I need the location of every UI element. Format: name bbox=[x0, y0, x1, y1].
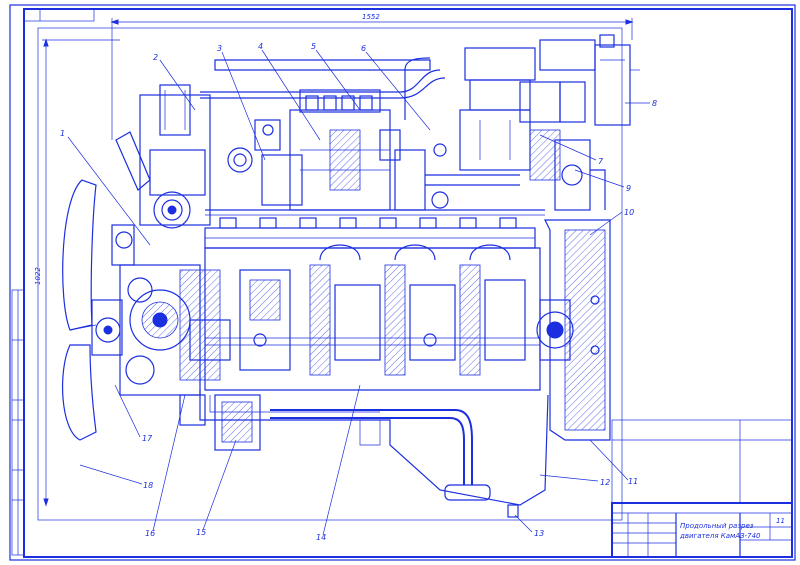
flywheel-housing bbox=[536, 139, 611, 441]
callout-15: 15 bbox=[196, 528, 206, 537]
front-cover bbox=[111, 191, 231, 396]
callout-17: 17 bbox=[142, 434, 153, 443]
callout-1: 1 bbox=[60, 129, 65, 138]
front-upper-housing bbox=[139, 84, 253, 226]
camshaft bbox=[204, 217, 536, 249]
width-dimension: 1552 bbox=[110, 13, 634, 140]
callout-labels: 1 2 3 4 5 6 7 8 9 10 11 12 13 14 15 16 1… bbox=[60, 42, 657, 542]
callout-5: 5 bbox=[311, 42, 316, 51]
height-dimension-value: 1022 bbox=[34, 267, 42, 285]
fan bbox=[62, 179, 123, 441]
top-right-filter bbox=[519, 34, 640, 126]
intake-elbow bbox=[115, 131, 151, 191]
fuel-injection-pump bbox=[254, 89, 391, 211]
height-dimension: 1022 bbox=[34, 38, 120, 507]
air-compressor bbox=[459, 47, 561, 181]
callout-10: 10 bbox=[624, 208, 634, 217]
callout-4: 4 bbox=[258, 42, 263, 51]
oil-pump bbox=[179, 394, 261, 451]
callout-3: 3 bbox=[217, 44, 222, 53]
callout-6: 6 bbox=[361, 44, 366, 53]
callout-7: 7 bbox=[598, 157, 604, 166]
outer-frame bbox=[9, 4, 796, 561]
top-stamp bbox=[23, 8, 95, 22]
title-block: Продольный разрез двигателя КамАЗ-740 11 bbox=[611, 419, 793, 558]
inner-frame bbox=[23, 8, 793, 558]
drawing-area bbox=[37, 27, 623, 521]
callout-14: 14 bbox=[316, 533, 326, 542]
callout-16: 16 bbox=[145, 529, 155, 538]
callout-8: 8 bbox=[652, 99, 657, 108]
callout-2: 2 bbox=[153, 53, 158, 62]
title-line-1: Продольный разрез bbox=[680, 522, 754, 530]
title-line-2: двигателя КамАЗ-740 bbox=[679, 532, 761, 540]
engine-section-illustration bbox=[62, 34, 640, 518]
sheet-number: 11 bbox=[776, 517, 785, 525]
callout-11: 11 bbox=[628, 477, 638, 486]
top-pipes bbox=[200, 57, 446, 120]
callout-12: 12 bbox=[600, 478, 610, 487]
callout-13: 13 bbox=[534, 529, 544, 538]
crankshaft bbox=[205, 244, 540, 376]
leader-lines bbox=[67, 49, 650, 536]
callout-18: 18 bbox=[143, 481, 153, 490]
side-stamp bbox=[11, 289, 25, 556]
width-dimension-value: 1552 bbox=[362, 13, 380, 21]
callout-9: 9 bbox=[626, 184, 631, 193]
